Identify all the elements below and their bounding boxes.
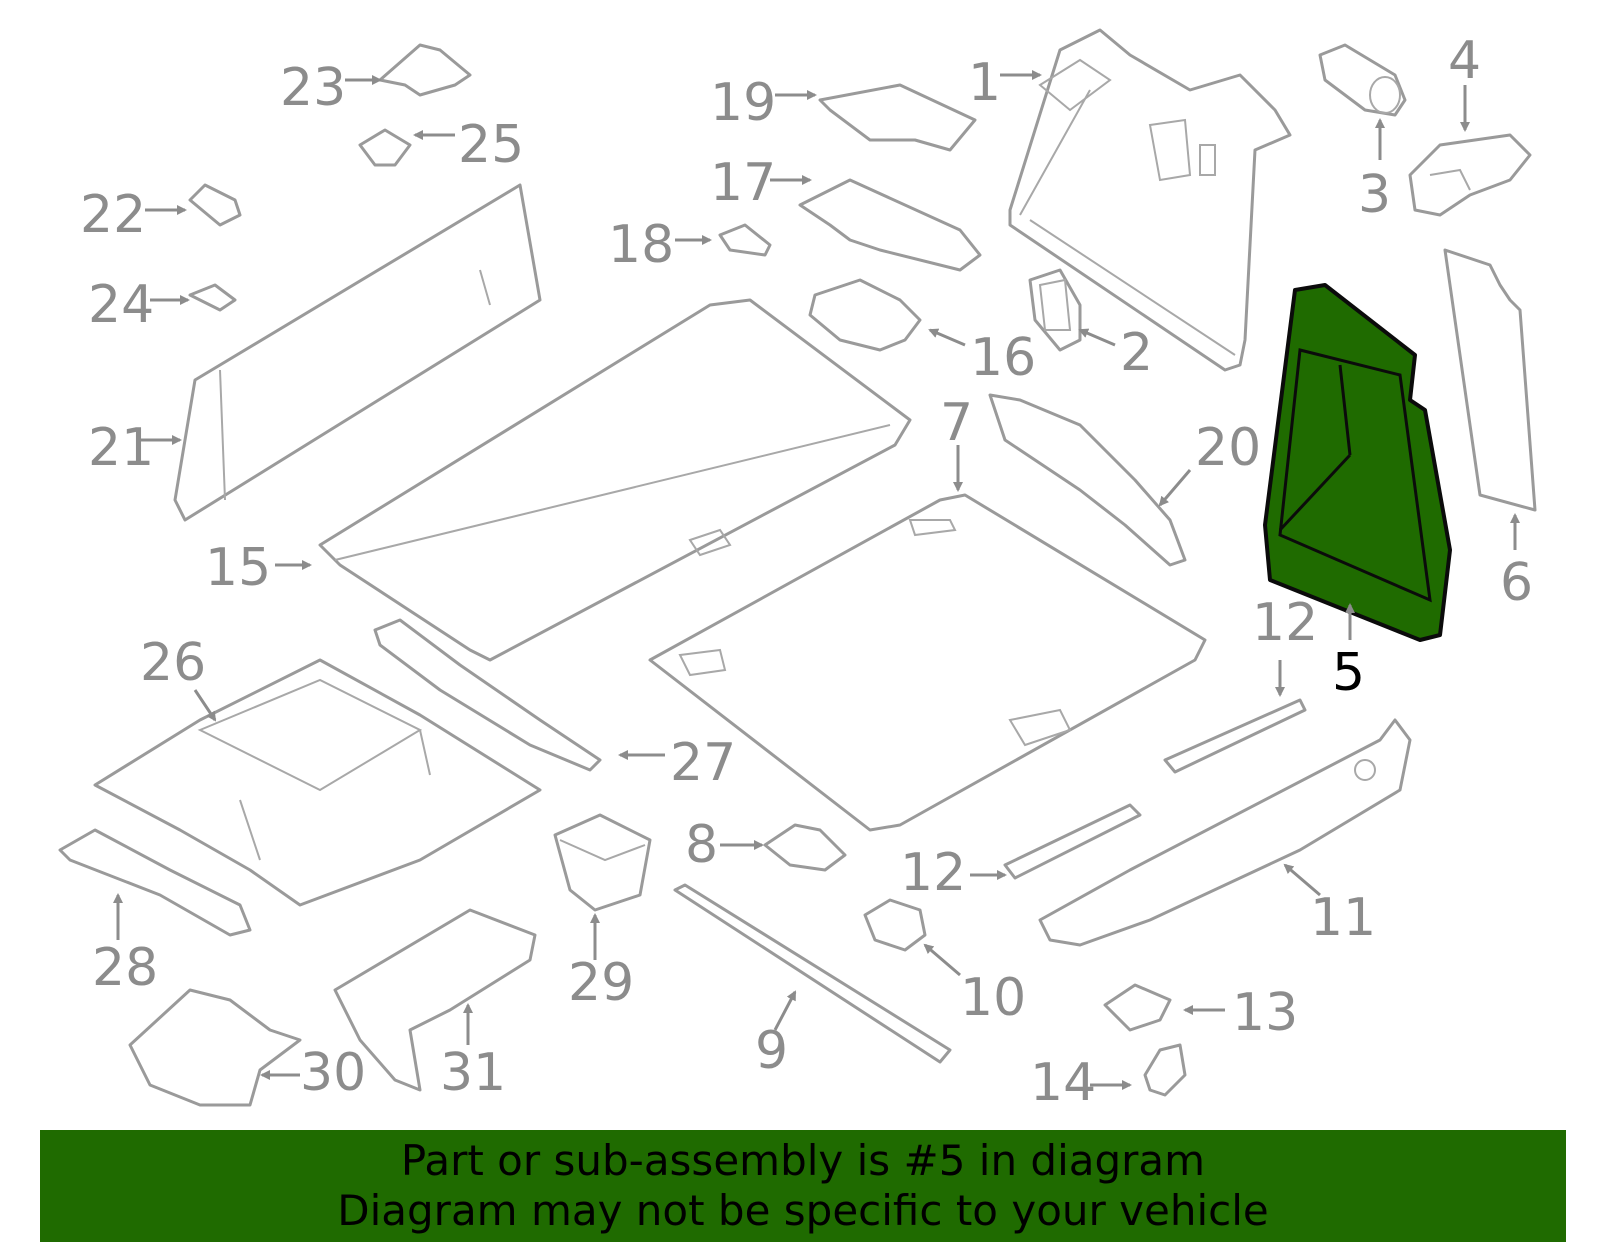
callout-14: 14 — [1030, 1053, 1096, 1113]
part-6-trim-strip[interactable] — [1443, 248, 1537, 512]
callout-18: 18 — [608, 215, 674, 275]
part-21-partition[interactable] — [173, 183, 542, 522]
part-29-bin[interactable] — [553, 813, 652, 912]
part-24-clip[interactable] — [188, 283, 237, 312]
part-11-sill-panel[interactable] — [1038, 718, 1412, 947]
callout-labels: 1 2 3 4 5 6 7 8 9 10 11 12 12 13 14 15 1… — [80, 31, 1533, 1113]
callout-24: 24 — [88, 275, 154, 335]
part-26-storage-tray[interactable] — [93, 658, 542, 907]
callout-3: 3 — [1358, 165, 1391, 225]
callout-8: 8 — [685, 815, 718, 875]
part-4-handle[interactable] — [1408, 133, 1532, 217]
part-31-holder[interactable] — [333, 908, 537, 1092]
part-16-bracket[interactable] — [808, 278, 922, 352]
info-banner: Part or sub-assembly is #5 in diagram Di… — [40, 1130, 1566, 1242]
callout-25: 25 — [458, 115, 524, 175]
callout-21: 21 — [88, 418, 154, 478]
callout-7: 7 — [940, 393, 973, 453]
banner-line-1: Part or sub-assembly is #5 in diagram — [400, 1136, 1206, 1185]
callout-2: 2 — [1120, 323, 1153, 383]
callout-17: 17 — [710, 153, 776, 213]
callout-16: 16 — [970, 328, 1036, 388]
callout-9: 9 — [755, 1021, 788, 1081]
callout-13: 13 — [1232, 983, 1298, 1043]
banner-line-2: Diagram may not be specific to your vehi… — [337, 1186, 1269, 1235]
callout-11: 11 — [1310, 888, 1376, 948]
part-22-clip[interactable] — [188, 183, 242, 227]
part-27-rail[interactable] — [373, 618, 602, 772]
part-28-bracket[interactable] — [58, 828, 252, 937]
part-12-trim-upper[interactable] — [1163, 698, 1307, 774]
callout-10: 10 — [960, 968, 1026, 1028]
callout-5: 5 — [1332, 643, 1365, 703]
callout-20: 20 — [1195, 418, 1261, 478]
part-2-bracket[interactable] — [1028, 268, 1082, 352]
part-19-tray[interactable] — [818, 83, 977, 152]
part-1-side-trim-panel[interactable] — [1008, 28, 1292, 372]
part-13-clip[interactable] — [1103, 983, 1172, 1032]
callout-27: 27 — [670, 733, 736, 793]
callout-6: 6 — [1500, 553, 1533, 613]
callout-4: 4 — [1448, 31, 1481, 91]
part-12-trim-lower[interactable] — [1003, 803, 1142, 880]
callout-22: 22 — [80, 185, 146, 245]
callout-12-lower: 12 — [900, 843, 966, 903]
part-9-rail[interactable] — [673, 883, 952, 1064]
callout-1: 1 — [968, 53, 1001, 113]
part-7-floor-panel[interactable] — [648, 493, 1207, 832]
leader-arrows — [113, 70, 1520, 1090]
part-8-cover[interactable] — [763, 823, 847, 872]
callout-23: 23 — [280, 58, 346, 118]
part-20-rail[interactable] — [988, 393, 1187, 567]
callout-31: 31 — [440, 1043, 506, 1103]
callout-12-upper: 12 — [1252, 593, 1318, 653]
part-14-hook[interactable] — [1143, 1043, 1187, 1097]
callout-19: 19 — [710, 73, 776, 133]
part-15-load-cover[interactable] — [318, 298, 912, 662]
part-17-frame[interactable] — [798, 178, 982, 272]
part-10-latch[interactable] — [863, 898, 927, 952]
part-23-bracket[interactable] — [378, 43, 472, 97]
part-30-bin[interactable] — [128, 988, 302, 1107]
callout-30: 30 — [300, 1043, 366, 1103]
part-5-highlighted-panel[interactable] — [1263, 283, 1452, 642]
part-18-clip[interactable] — [718, 223, 772, 257]
callout-26: 26 — [140, 633, 206, 693]
part-25-clip[interactable] — [358, 128, 412, 167]
part-3-socket[interactable] — [1318, 43, 1407, 117]
callout-29: 29 — [568, 953, 634, 1013]
callout-28: 28 — [92, 938, 158, 998]
callout-15: 15 — [205, 538, 271, 598]
